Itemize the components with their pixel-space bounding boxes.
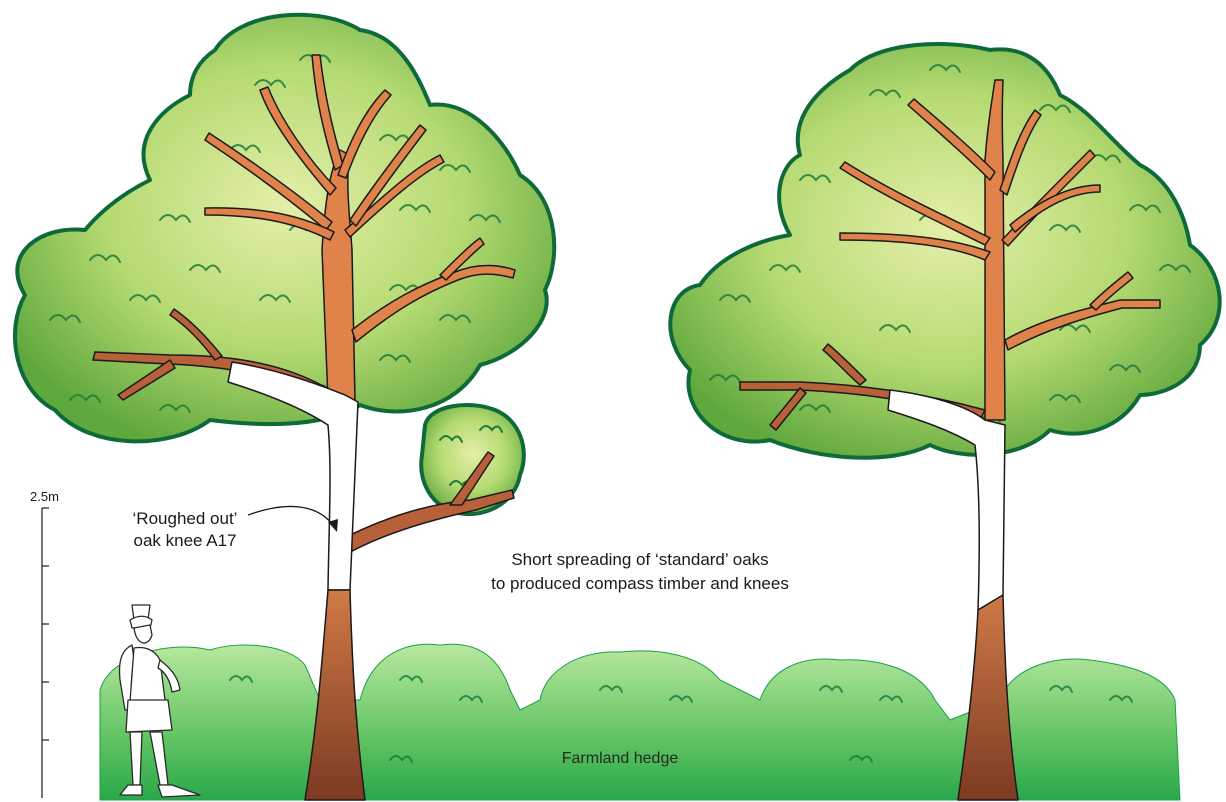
oak-caption-line2: to produced compass timber and knees — [420, 572, 860, 596]
knee-label: ‘Roughed out’ oak knee A17 — [100, 508, 270, 552]
knee-label-line2: oak knee A17 — [100, 530, 270, 552]
height-scale-bar — [42, 508, 49, 798]
oak-caption: Short spreading of ‘standard’ oaks to pr… — [420, 548, 860, 596]
scale-top-label: 2.5m — [30, 489, 59, 504]
knee-label-line1: ‘Roughed out’ — [100, 508, 270, 530]
hedge-label: Farmland hedge — [500, 750, 740, 768]
oak-caption-line1: Short spreading of ‘standard’ oaks — [420, 548, 860, 572]
farmland-hedge — [100, 644, 1180, 800]
right-tree-canopy — [670, 44, 1219, 458]
